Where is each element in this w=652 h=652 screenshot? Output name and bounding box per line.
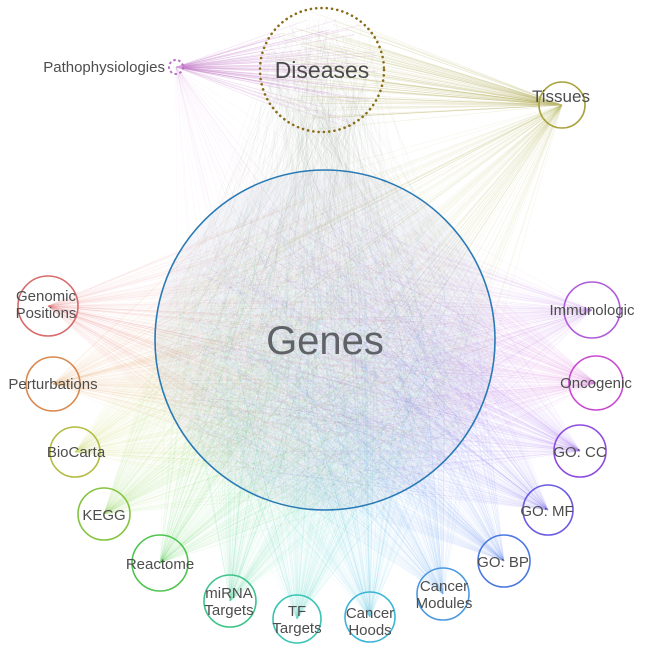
label-genes: Genes [266,319,384,363]
node-pathophysiologies[interactable] [168,59,184,75]
node-perturbations[interactable] [25,356,81,412]
node-genomic_positions[interactable] [17,275,79,337]
label-kegg: KEGG [82,507,125,524]
node-tissues[interactable] [538,81,586,129]
label-tissues: Tissues [532,87,590,106]
label-perturbations: Perturbations [8,376,97,393]
edge-bundle-reactome-genes [159,196,484,564]
node-reactome[interactable] [131,534,189,592]
edge-bundle-tf_targets-genes [177,188,485,620]
node-cancer_modules[interactable] [416,567,470,621]
node-genes[interactable] [154,169,496,511]
edge-bundle-tissues-diseases [263,11,563,130]
edge-bundle-diseases-genes [167,12,489,502]
edge-bundle-kegg-genes [103,184,484,515]
node-go_mf[interactable] [522,484,574,536]
edge-bundle-cancer_modules-genes [161,189,490,595]
edge-bundle-pathophysiologies-genes [175,66,466,500]
edge-bundles [47,11,597,620]
label-biocarta: BioCarta [47,444,106,461]
labels: Genes Diseases PathophysiologiesTissuesGen… [8,57,635,639]
node-tf_targets[interactable] [272,594,322,644]
node-immunologic[interactable] [563,281,621,339]
label-go_cc: GO: CC [553,444,607,461]
edge-bundle-genomic_positions-genes [47,180,489,498]
node-biocarta[interactable] [49,426,101,478]
edge-bundle-perturbations-genes [52,176,485,492]
edge-bundle-oncogenic-genes [171,182,597,502]
label-oncogenic: Oncogenic [560,375,632,392]
edge-bundle-cancer_hoods-genes [173,187,479,618]
node-cancer_hoods[interactable] [344,591,396,643]
nodes [17,6,624,644]
node-oncogenic[interactable] [568,355,624,411]
label-immunologic: Immunologic [549,302,635,319]
edge-bundle-go_bp-genes [163,180,505,562]
label-go_bp: GO: BP [477,554,529,571]
node-mirna_targets[interactable] [203,574,257,628]
node-go_cc[interactable] [553,424,607,478]
edge-bundle-go_mf-genes [172,185,549,511]
node-diseases[interactable] [258,6,386,134]
node-go_bp[interactable] [477,534,531,588]
edge-bundle-biocarta-genes [74,179,476,505]
label-reactome: Reactome [126,556,194,573]
edge-bundle-tissues-genes [165,104,563,491]
edge-bundle-pathophysiologies-diseases [175,19,377,125]
label-go_mf: GO: MF [520,503,573,520]
node-kegg[interactable] [77,487,131,541]
label-diseases: Diseases [275,57,370,83]
edge-bundle-mirna_targets-genes [173,178,484,602]
edge-bundle-immunologic-genes [168,179,593,499]
label-pathophysiologies: Pathophysiologies [43,59,165,76]
